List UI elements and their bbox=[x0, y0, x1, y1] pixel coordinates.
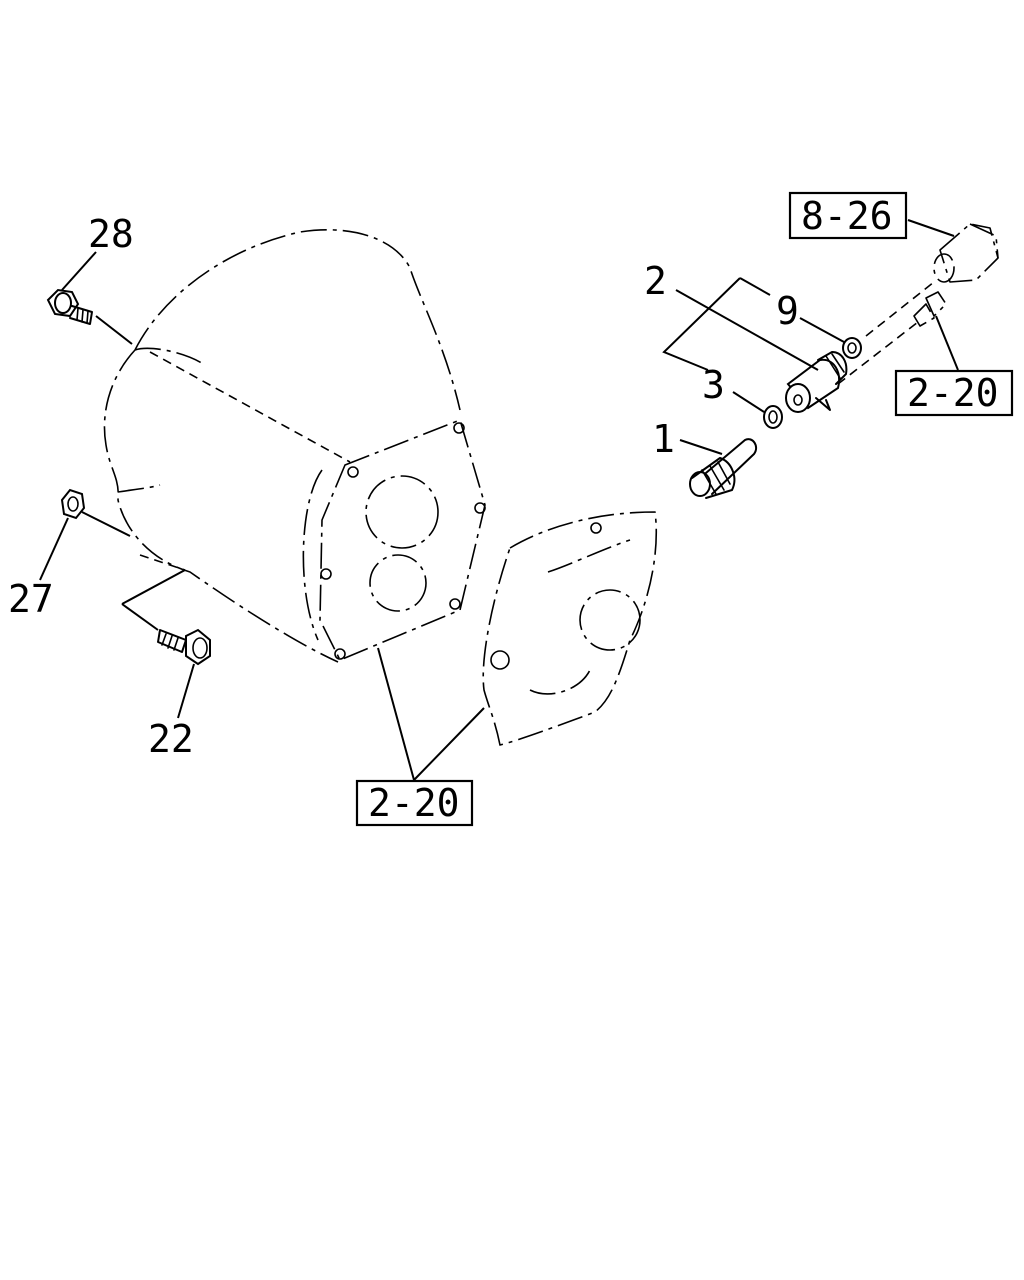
speed-sensor bbox=[837, 219, 999, 385]
callout-3: 3 bbox=[702, 363, 725, 407]
cover-plate bbox=[482, 511, 658, 746]
bottom-reference-leaders bbox=[377, 647, 485, 781]
callout-28: 28 bbox=[88, 212, 134, 256]
o-ring-3 bbox=[732, 391, 783, 429]
reference-label: 2-20 bbox=[368, 781, 460, 825]
small-bolt bbox=[913, 291, 959, 371]
bolt-28 bbox=[46, 251, 133, 345]
drive-shaft-1 bbox=[679, 438, 758, 499]
reference-box-2-20-bottom[interactable]: 2-20 bbox=[355, 779, 474, 827]
callout-27: 27 bbox=[8, 577, 54, 621]
reference-label: 2-20 bbox=[907, 371, 999, 415]
callout-9: 9 bbox=[776, 289, 799, 333]
group-bracket bbox=[662, 277, 819, 371]
sleeve-2 bbox=[785, 351, 848, 413]
callout-1: 1 bbox=[652, 417, 675, 461]
transmission-housing bbox=[103, 229, 486, 663]
bolt-22 bbox=[121, 569, 211, 719]
o-ring-9 bbox=[799, 317, 862, 359]
callout-2: 2 bbox=[644, 259, 667, 303]
nut-27 bbox=[39, 488, 131, 581]
reference-box-8-26[interactable]: 8-26 bbox=[788, 191, 908, 240]
reference-box-2-20-right[interactable]: 2-20 bbox=[894, 369, 1014, 417]
reference-label: 8-26 bbox=[801, 194, 893, 238]
callout-22: 22 bbox=[148, 717, 194, 761]
